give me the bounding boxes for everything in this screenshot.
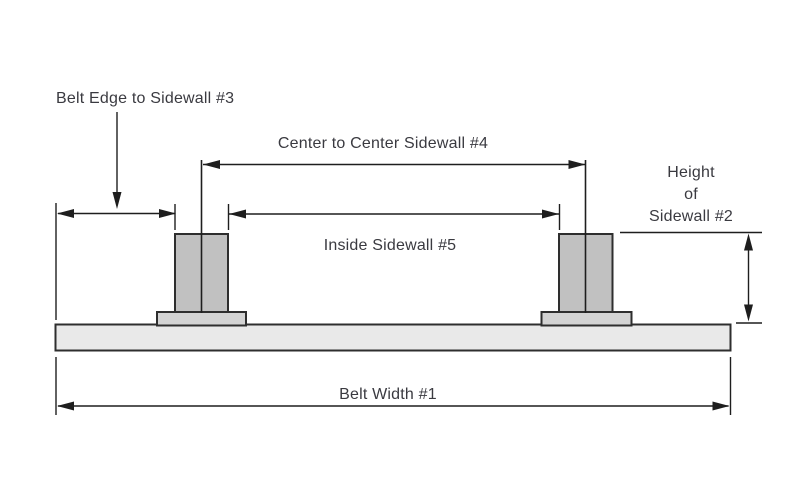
belt-edge-to-sidewall-label: Belt Edge to Sidewall #3 bbox=[56, 90, 234, 107]
right-sidewall-base bbox=[540, 311, 633, 327]
center-dim-arrow-right-icon bbox=[568, 160, 586, 169]
belt-width-arrow-right-icon bbox=[712, 401, 730, 411]
inside-sidewall-label: Inside Sidewall #5 bbox=[324, 237, 457, 254]
height-of-sidewall-label-line1: Height bbox=[667, 164, 715, 181]
inside-dim-arrow-right-icon bbox=[542, 209, 559, 219]
belt-edge-dim-arrow-right-icon bbox=[159, 209, 176, 218]
height-dim-arrow-down-icon bbox=[744, 304, 753, 322]
center-dim-arrow-left-icon bbox=[203, 160, 220, 169]
height-of-sidewall-label-line2: of bbox=[684, 186, 698, 203]
belt-width-arrow-left-icon bbox=[57, 401, 74, 411]
belt-rect bbox=[54, 323, 732, 352]
inside-dim-arrow-left-icon bbox=[229, 209, 246, 219]
left-sidewall-base bbox=[156, 311, 247, 327]
height-dim-arrow-up-icon bbox=[744, 233, 753, 251]
center-to-center-label: Center to Center Sidewall #4 bbox=[278, 135, 488, 152]
belt-edge-label-arrow-down-icon bbox=[112, 192, 122, 209]
belt-width-label: Belt Width #1 bbox=[339, 386, 437, 403]
height-of-sidewall-label-line3: Sidewall #2 bbox=[649, 208, 733, 225]
belt-edge-dim-arrow-left-icon bbox=[57, 209, 74, 218]
